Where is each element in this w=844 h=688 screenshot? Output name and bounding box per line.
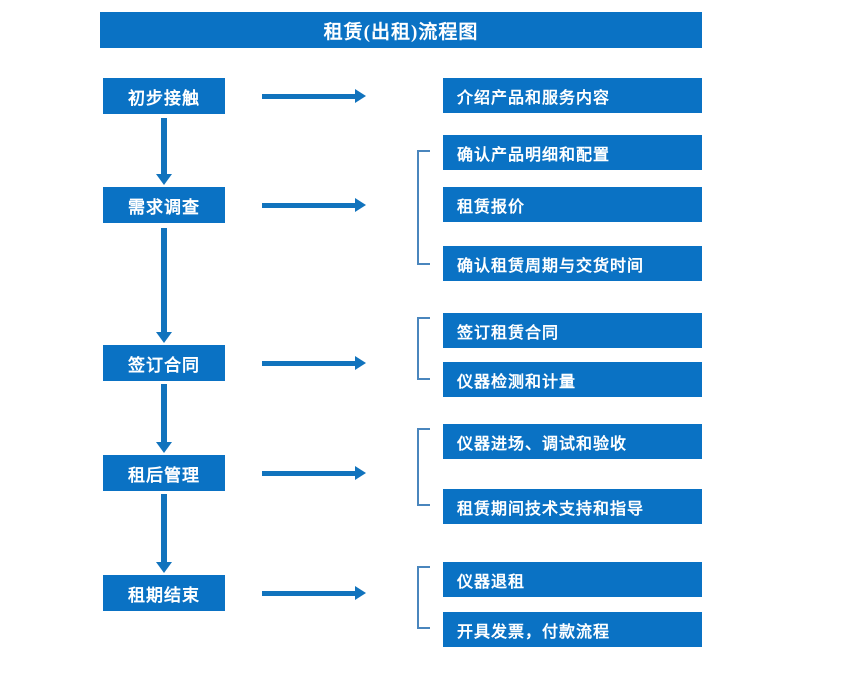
stage-box-5[interactable]: 租期结束 xyxy=(103,575,225,611)
stage-box-3[interactable]: 签订合同 xyxy=(103,345,225,381)
detail-box-2[interactable]: 确认产品明细和配置 xyxy=(443,135,702,170)
detail-box-8[interactable]: 租赁期间技术支持和指导 xyxy=(443,489,702,524)
flowchart-title-banner: 租赁(出租)流程图 xyxy=(100,12,702,48)
stage-box-1[interactable]: 初步接触 xyxy=(103,78,225,114)
group-bracket-stage5 xyxy=(417,566,430,629)
detail-box-10[interactable]: 开具发票，付款流程 xyxy=(443,612,702,647)
detail-box-6[interactable]: 仪器检测和计量 xyxy=(443,362,702,397)
detail-box-5[interactable]: 签订租赁合同 xyxy=(443,313,702,348)
horizontal-arrow-stage4 xyxy=(262,466,366,480)
horizontal-arrow-stage5 xyxy=(262,586,366,600)
horizontal-arrow-stage1 xyxy=(262,89,366,103)
detail-box-3[interactable]: 租赁报价 xyxy=(443,187,702,222)
vertical-arrow-stage1-stage2 xyxy=(156,118,172,185)
detail-box-9[interactable]: 仪器退租 xyxy=(443,562,702,597)
group-bracket-stage2 xyxy=(417,150,430,265)
vertical-arrow-stage3-stage4 xyxy=(156,384,172,453)
vertical-arrow-stage4-stage5 xyxy=(156,494,172,573)
detail-box-4[interactable]: 确认租赁周期与交货时间 xyxy=(443,246,702,281)
group-bracket-stage4 xyxy=(417,428,430,506)
stage-box-2[interactable]: 需求调查 xyxy=(103,187,225,223)
detail-box-1[interactable]: 介绍产品和服务内容 xyxy=(443,78,702,113)
horizontal-arrow-stage2 xyxy=(262,198,366,212)
group-bracket-stage3 xyxy=(417,317,430,380)
stage-box-4[interactable]: 租后管理 xyxy=(103,455,225,491)
vertical-arrow-stage2-stage3 xyxy=(156,228,172,343)
detail-box-7[interactable]: 仪器进场、调试和验收 xyxy=(443,424,702,459)
horizontal-arrow-stage3 xyxy=(262,356,366,370)
